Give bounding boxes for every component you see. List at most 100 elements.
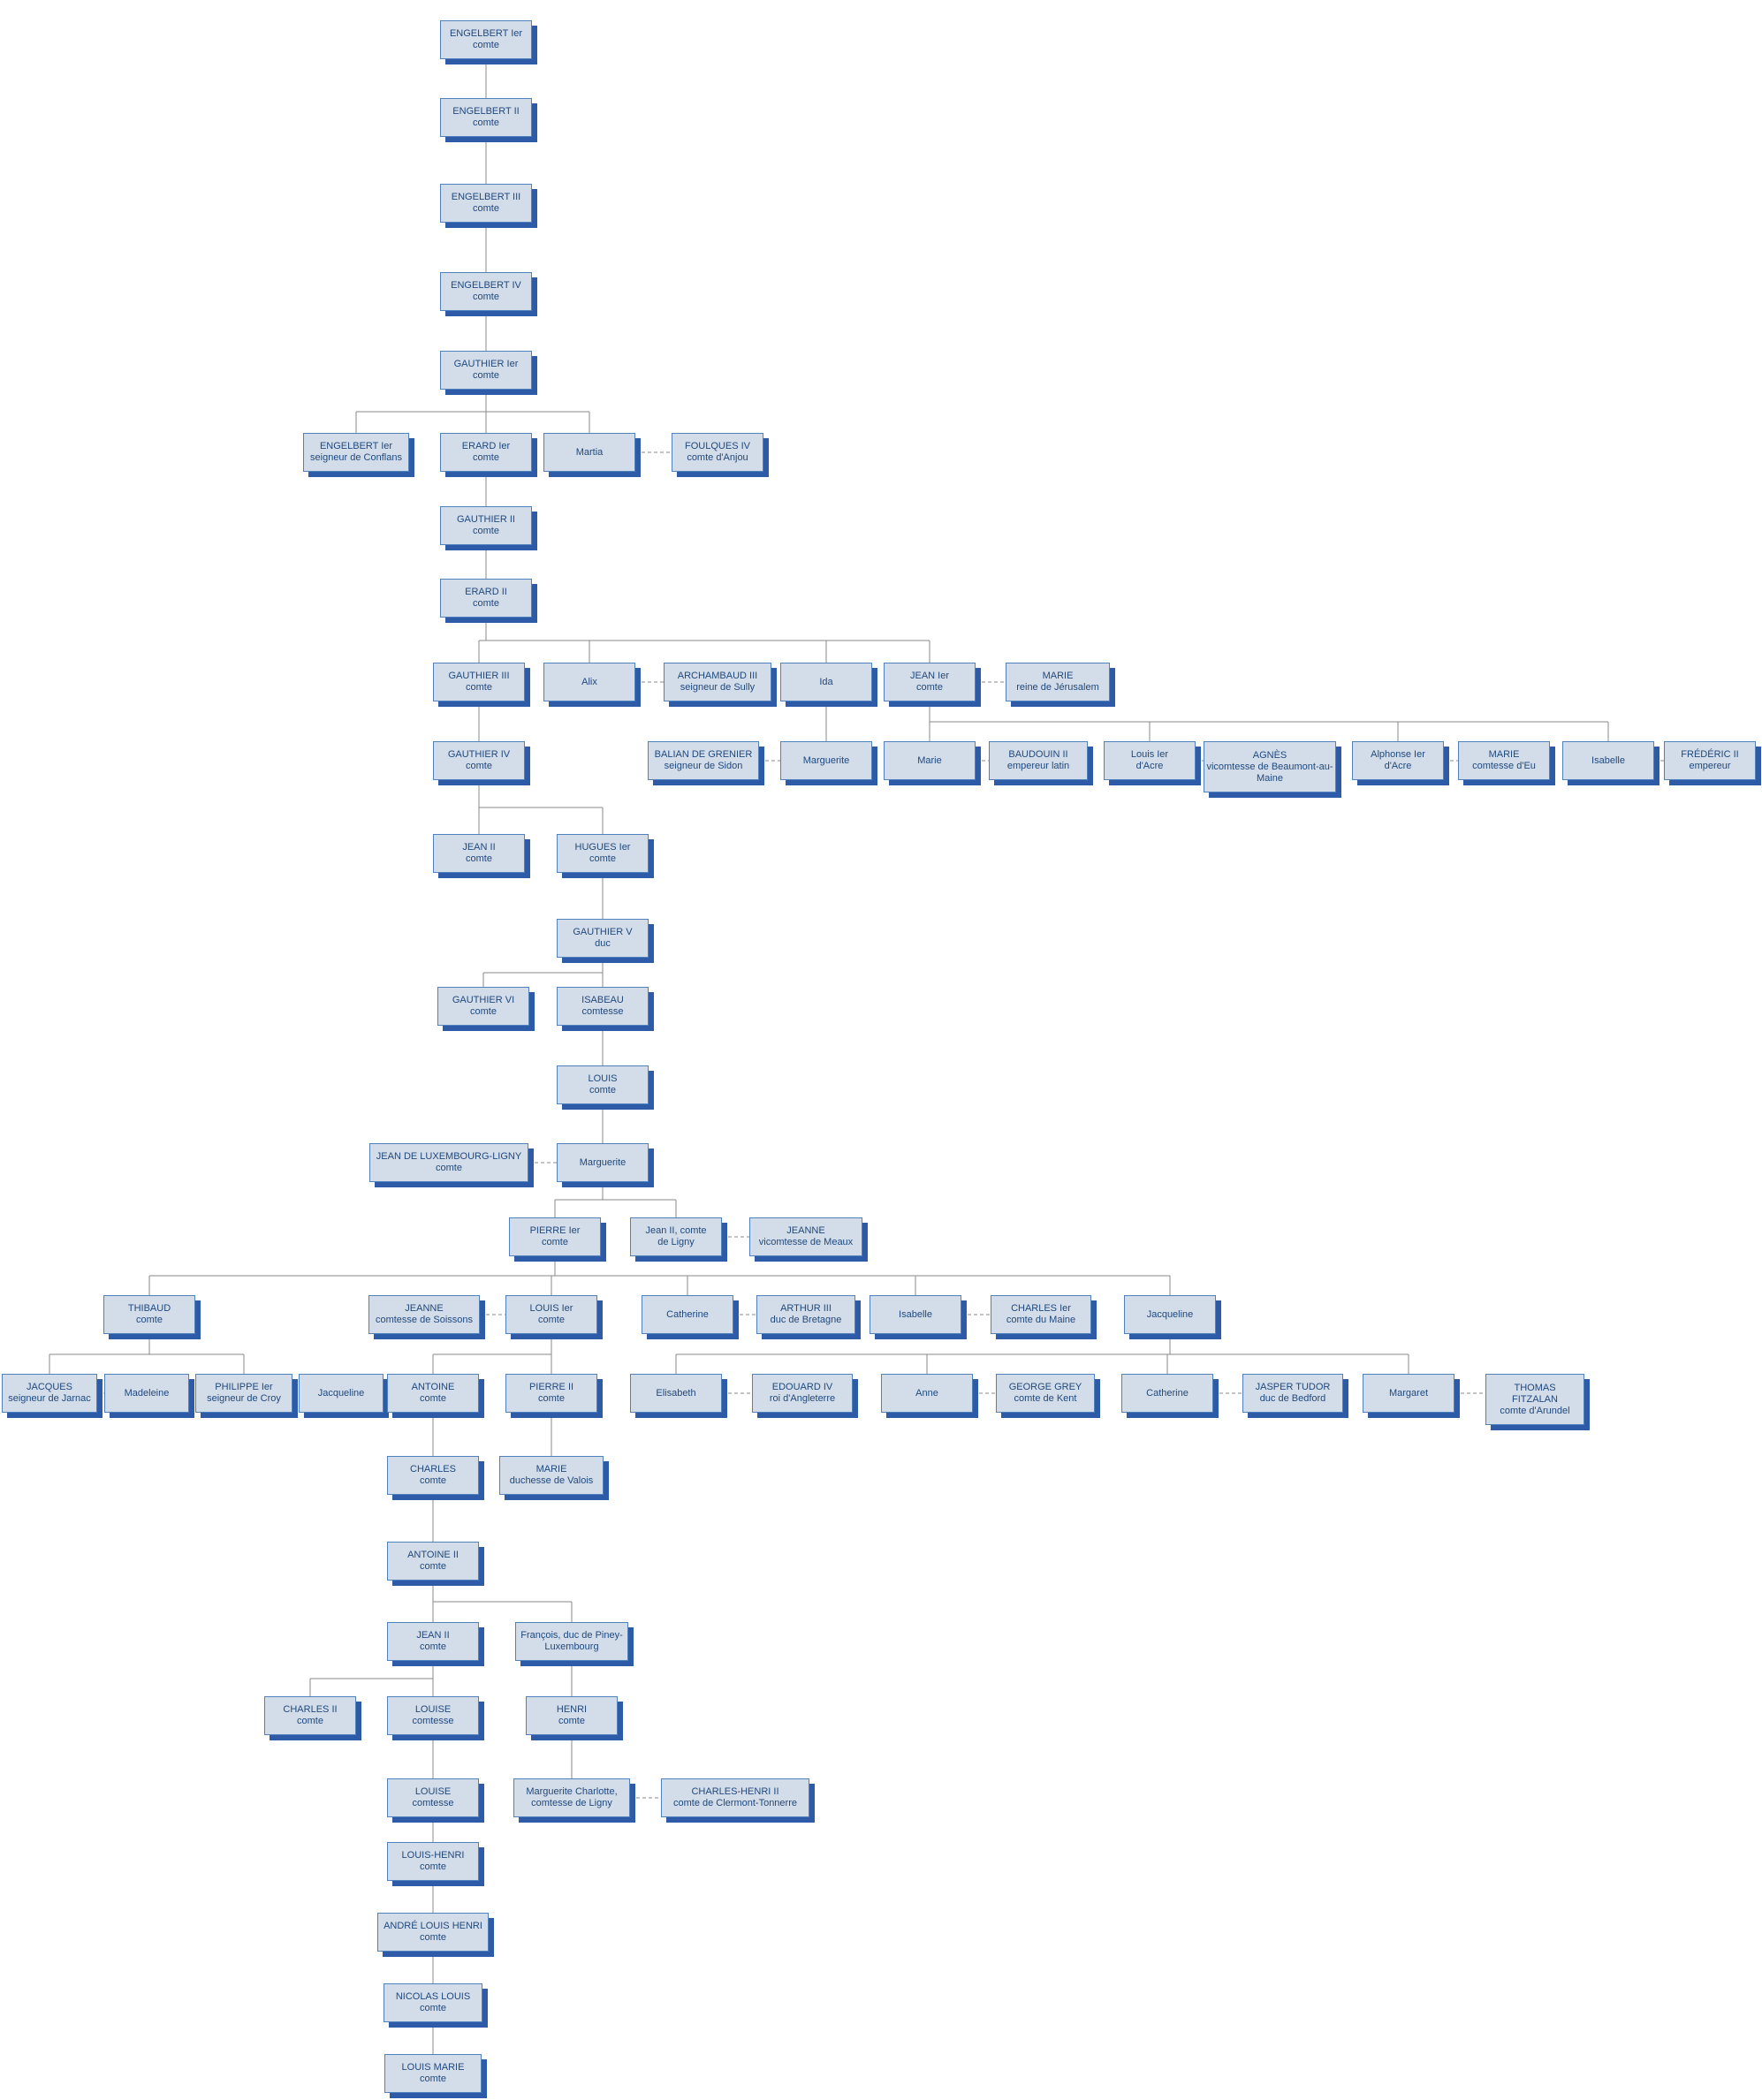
- node-label: comte: [473, 370, 499, 381]
- node-label: ENGELBERT III: [451, 192, 521, 202]
- tree-node-marg2: Marguerite: [557, 1143, 649, 1182]
- node-label: comte: [136, 1315, 163, 1325]
- node-label: ENGELBERT Ier: [319, 441, 393, 451]
- node-label: comtesse de Ligny: [531, 1798, 612, 1808]
- node-label: GAUTHIER II: [456, 514, 515, 525]
- node-label: comte: [473, 40, 499, 50]
- node-label: duchesse de Valois: [509, 1475, 594, 1486]
- node-label: comtesse: [412, 1716, 454, 1726]
- node-label: seigneur de Sidon: [664, 761, 743, 771]
- node-label: duc de Bedford: [1259, 1393, 1326, 1404]
- node-label: THOMAS: [1514, 1382, 1556, 1393]
- node-label: Marguerite: [579, 1156, 627, 1168]
- node-label: comte d'Arundel: [1500, 1405, 1570, 1416]
- node-label: comte: [420, 1475, 446, 1486]
- node-label: JEAN II: [462, 842, 496, 853]
- node-label: Alix: [581, 676, 597, 687]
- node-label: Isabelle: [899, 1308, 932, 1320]
- tree-node-margaret: Margaret: [1363, 1374, 1454, 1413]
- node-label: comtesse d'Eu: [1472, 761, 1536, 771]
- node-label: comte: [466, 682, 492, 693]
- node-label: comte: [420, 1641, 446, 1652]
- node-label: Catherine: [1146, 1387, 1189, 1399]
- node-label: MARIE: [1488, 749, 1520, 760]
- node-label: JASPER TUDOR: [1255, 1382, 1331, 1392]
- node-label: LOUIS-HENRI: [401, 1850, 465, 1861]
- node-label: ENGELBERT Ier: [449, 28, 523, 39]
- node-label: LOUISE: [414, 1704, 452, 1715]
- node-label: reine de Jérusalem: [1016, 682, 1099, 693]
- node-label: ARCHAMBAUD III: [677, 671, 758, 681]
- tree-node-alix: Alix: [543, 663, 635, 701]
- node-label: seigneur de Jarnac: [8, 1393, 91, 1404]
- node-label: comtesse: [412, 1798, 454, 1808]
- node-label: comte: [473, 526, 499, 536]
- node-label: comte: [538, 1315, 565, 1325]
- node-label: comte: [420, 2003, 446, 2013]
- node-label: comte: [589, 1085, 616, 1095]
- node-label: PIERRE Ier: [529, 1225, 581, 1236]
- node-label: FRÉDÉRIC II: [1681, 749, 1739, 760]
- node-label: Marguerite: [802, 754, 850, 766]
- node-label: NICOLAS LOUIS: [395, 1991, 471, 2002]
- node-label: Catherine: [666, 1308, 709, 1320]
- node-label: THIBAUD: [127, 1303, 171, 1314]
- node-label: JACQUES: [27, 1382, 72, 1392]
- node-label: CHARLES Ier: [1011, 1303, 1071, 1314]
- tree-node-catherine2: Catherine: [1121, 1374, 1213, 1413]
- node-label: comte: [420, 1932, 446, 1943]
- node-label: vicomtesse de Meaux: [758, 1237, 854, 1247]
- node-label: seigneur de Croy: [207, 1393, 281, 1404]
- node-label: BAUDOUIN II: [1008, 749, 1068, 760]
- node-label: comte: [420, 1861, 446, 1872]
- node-label: Anne: [915, 1387, 938, 1399]
- node-label: Louis Ier: [1130, 749, 1169, 760]
- node-label: FOULQUES IV: [685, 441, 750, 451]
- node-label: comte: [473, 292, 499, 302]
- node-label: GAUTHIER III: [448, 671, 510, 681]
- tree-node-jacqueline3: Jacqueline: [299, 1374, 384, 1413]
- node-label: comte: [470, 1006, 497, 1017]
- node-label: LOUIS Ier: [529, 1303, 573, 1314]
- node-label: comte: [558, 1716, 585, 1726]
- node-label: comte: [466, 853, 492, 864]
- node-label: Margaret: [1388, 1387, 1429, 1399]
- tree-node-ida: Ida: [780, 663, 872, 701]
- node-label: comte: [297, 1716, 323, 1726]
- node-label: JEAN II: [416, 1630, 450, 1641]
- tree-node-marg_sidon: Marguerite: [780, 741, 872, 780]
- node-label: PIERRE II: [528, 1382, 574, 1392]
- tree-node-anne: Anne: [881, 1374, 973, 1413]
- node-label: ERARD II: [465, 587, 507, 597]
- node-label: d'Acre: [1384, 761, 1412, 771]
- node-label: comte: [473, 598, 499, 609]
- node-label: JEANNE: [786, 1225, 825, 1236]
- node-label: Luxembourg: [544, 1641, 599, 1652]
- node-label: comte du Maine: [1006, 1315, 1076, 1325]
- node-label: LOUISE: [414, 1786, 452, 1797]
